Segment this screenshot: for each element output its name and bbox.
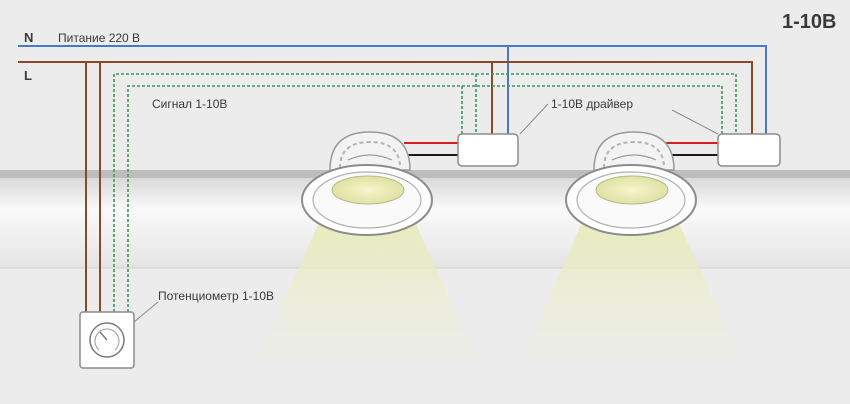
- power-label: Питание 220 В: [58, 31, 140, 45]
- signal-label: Сигнал 1-10В: [152, 97, 227, 111]
- downlight-2: [565, 131, 697, 236]
- line-label: L: [24, 68, 32, 83]
- neutral-wire: [18, 45, 767, 136]
- driver-box-2: [717, 133, 781, 167]
- light-beam-2: [522, 215, 742, 362]
- driver-leader-2: [671, 109, 719, 135]
- neutral-label: N: [24, 30, 33, 45]
- driver-leader-1: [519, 103, 549, 135]
- potentiometer-label: Потенциометр 1-10В: [158, 289, 274, 303]
- signal-wire-outer: [113, 73, 737, 312]
- driver-box-1: [457, 133, 519, 167]
- potentiometer-leader: [133, 301, 159, 323]
- downlight-1: [301, 131, 433, 236]
- light-beam-1: [258, 215, 477, 362]
- line-wire: [18, 61, 753, 136]
- driver-label: 1-10В драйвер: [551, 97, 633, 111]
- signal-wire-inner: [127, 85, 723, 312]
- ceiling-edge: [0, 170, 850, 178]
- potentiometer: [79, 311, 135, 369]
- diagram-title: 1-10В: [782, 11, 836, 33]
